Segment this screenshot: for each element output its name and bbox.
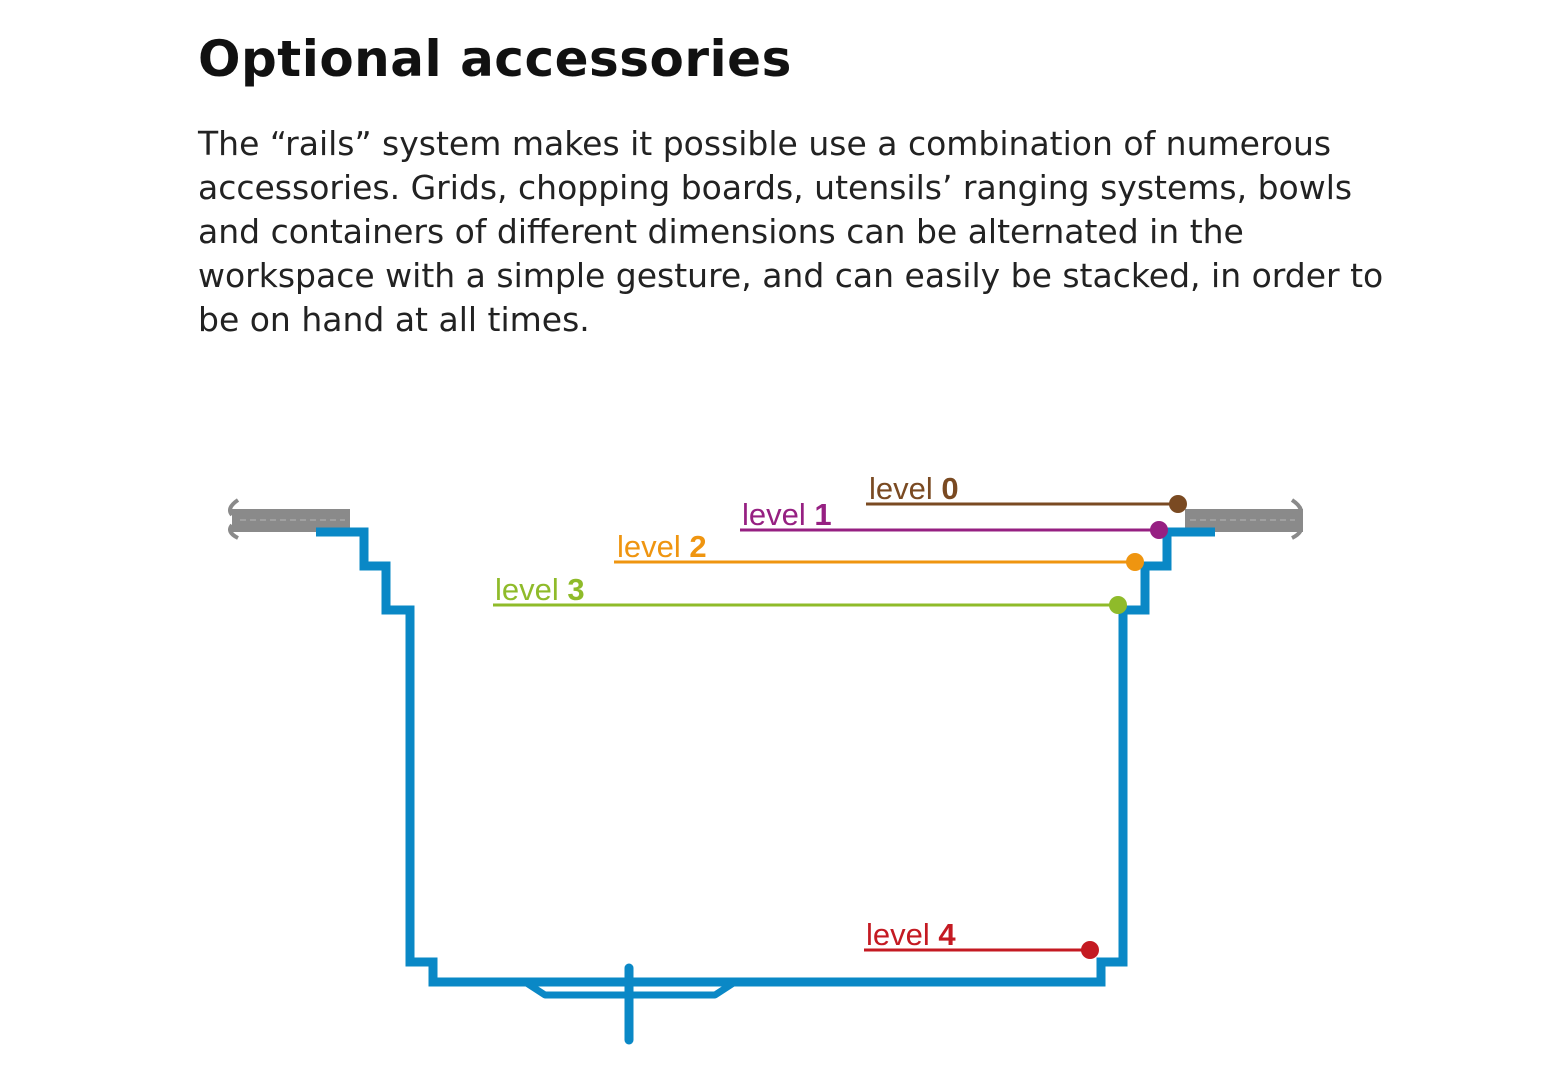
level-0-number: 0	[941, 471, 958, 506]
level-3-word: level	[495, 572, 559, 607]
intro-paragraph: The “rails” system makes it possible use…	[198, 124, 1384, 339]
level-3-number: 3	[567, 572, 584, 607]
level-1-word: level	[742, 497, 806, 532]
countertop-left	[228, 498, 350, 540]
level-3-label: level 3	[495, 572, 585, 607]
level-0-marker: level 0	[866, 471, 1187, 513]
basin-profile	[316, 527, 1215, 987]
level-2-marker: level 2	[614, 529, 1144, 571]
page-title: Optional accessories	[198, 30, 792, 88]
level-1-number: 1	[814, 497, 831, 532]
level-0-label: level 0	[869, 471, 959, 506]
level-0-word: level	[869, 471, 933, 506]
level-1-label: level 1	[742, 497, 832, 532]
level-4-word: level	[866, 917, 930, 952]
level-2-number: 2	[689, 529, 706, 564]
countertop-right	[1185, 498, 1303, 540]
level-4-marker: level 4	[864, 917, 1099, 959]
level-4-label: level 4	[866, 917, 956, 952]
level-3-marker: level 3	[493, 572, 1127, 614]
level-2-word: level	[617, 529, 681, 564]
level-2-label: level 2	[617, 529, 707, 564]
level-4-number: 4	[938, 917, 956, 952]
level-1-marker: level 1	[740, 497, 1168, 539]
